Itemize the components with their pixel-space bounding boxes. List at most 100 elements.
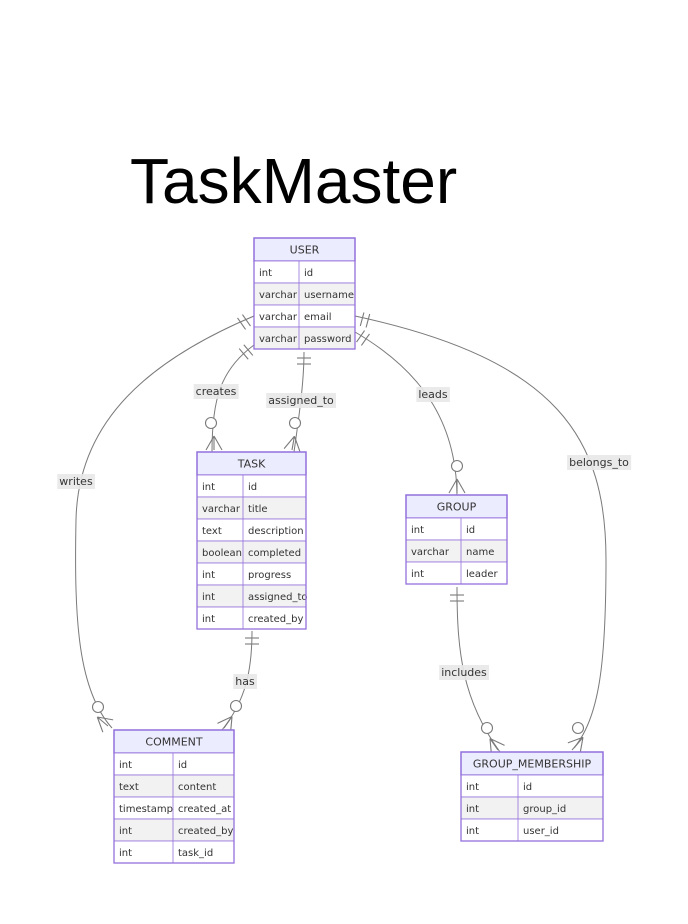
attribute-type: int [411, 569, 424, 580]
attribute-name: completed [248, 548, 301, 559]
entity-name: COMMENT [145, 736, 202, 749]
cardinality-zero-circle [480, 721, 494, 735]
attribute-name: description [248, 526, 304, 537]
entity-border [460, 751, 604, 842]
attribute-name: assigned_to [248, 592, 308, 603]
label-background [57, 474, 95, 489]
relationship-line [75, 315, 255, 729]
attribute-name: password [304, 334, 351, 345]
relationship-label-assigned-to: assigned_to [266, 393, 337, 408]
relationship-label-writes: writes [57, 474, 95, 489]
entity-border [113, 729, 235, 864]
attribute-type: varchar [259, 312, 298, 323]
cardinality-one-mark [297, 357, 311, 365]
cardinality-zero-circle [91, 700, 105, 714]
attribute-type: int [119, 760, 132, 771]
cardinality-many-mark [283, 435, 301, 452]
cardinality-zero-circle [204, 416, 218, 430]
relationship-label: has [235, 675, 255, 688]
attribute-name: created_by [178, 826, 233, 837]
relationship-leads [354, 330, 466, 496]
relationship-label: assigned_to [268, 394, 334, 407]
attribute-name: id [466, 525, 475, 536]
attribute-type: int [411, 525, 424, 536]
attribute-row: int task_id [113, 840, 235, 864]
label-background [416, 387, 450, 402]
cardinality-one-mark [359, 312, 371, 328]
cardinality-one-mark [238, 344, 254, 360]
relationship-belongs-to [354, 312, 607, 754]
attribute-name: id [523, 782, 532, 793]
relationship-label: leads [418, 388, 448, 401]
relationship-label-has: has [233, 674, 257, 689]
relationship-writes [75, 314, 255, 733]
attribute-row: varchar title [196, 496, 307, 520]
attribute-type: int [202, 570, 215, 581]
attribute-name: group_id [523, 804, 566, 815]
attribute-name: id [304, 268, 313, 279]
attribute-name: email [304, 312, 332, 323]
cardinality-zero-circle [288, 416, 302, 430]
relationship-label-belongs-to: belongs_to [567, 455, 632, 470]
attribute-name: leader [466, 569, 499, 580]
attribute-row: int id [405, 517, 508, 541]
attribute-name: title [248, 504, 268, 515]
attribute-row: int progress [196, 562, 307, 586]
attribute-type: varchar [259, 290, 298, 301]
entity-name: GROUP [437, 501, 477, 514]
attribute-type: int [202, 614, 215, 625]
label-background [233, 674, 257, 689]
attribute-type: int [119, 848, 132, 859]
attribute-type: int [202, 482, 215, 493]
diagram-title: TaskMaster [130, 145, 457, 217]
attribute-type: text [202, 526, 222, 537]
attribute-row: int user_id [460, 818, 604, 842]
cardinality-zero-circle [571, 721, 585, 735]
attribute-type: varchar [411, 547, 450, 558]
cardinality-many-mark [567, 736, 584, 754]
relationship-labels: writes creates assigned_to leads belongs_toh… [57, 384, 632, 689]
attribute-type: int [119, 826, 132, 837]
cardinality-one-mark [245, 637, 259, 645]
attribute-name: task_id [178, 848, 213, 859]
relationship-line [354, 315, 607, 751]
attribute-type: varchar [202, 504, 241, 515]
attribute-type: int [259, 268, 272, 279]
cardinality-one-mark [450, 594, 464, 602]
attribute-row: int leader [405, 561, 508, 585]
attribute-name: progress [248, 570, 291, 581]
attribute-name: id [178, 760, 187, 771]
attribute-type: int [466, 826, 479, 837]
relationship-label-includes: includes [439, 665, 490, 680]
relationship-label-creates: creates [193, 384, 239, 399]
cardinality-zero-circle [229, 699, 243, 713]
entity-name: TASK [237, 458, 266, 471]
entity-border [405, 494, 508, 585]
relationship-creates [204, 344, 255, 453]
cardinality-many-mark [96, 716, 114, 733]
relationship-label-leads: leads [416, 387, 450, 402]
attribute-row: int id [253, 260, 356, 284]
attribute-name: user_id [523, 826, 559, 837]
label-background [266, 393, 337, 408]
entity-border [253, 237, 356, 350]
label-background [193, 384, 239, 399]
attribute-type: text [119, 782, 139, 793]
attribute-name: created_at [178, 804, 231, 815]
cardinality-one-mark [356, 330, 370, 346]
